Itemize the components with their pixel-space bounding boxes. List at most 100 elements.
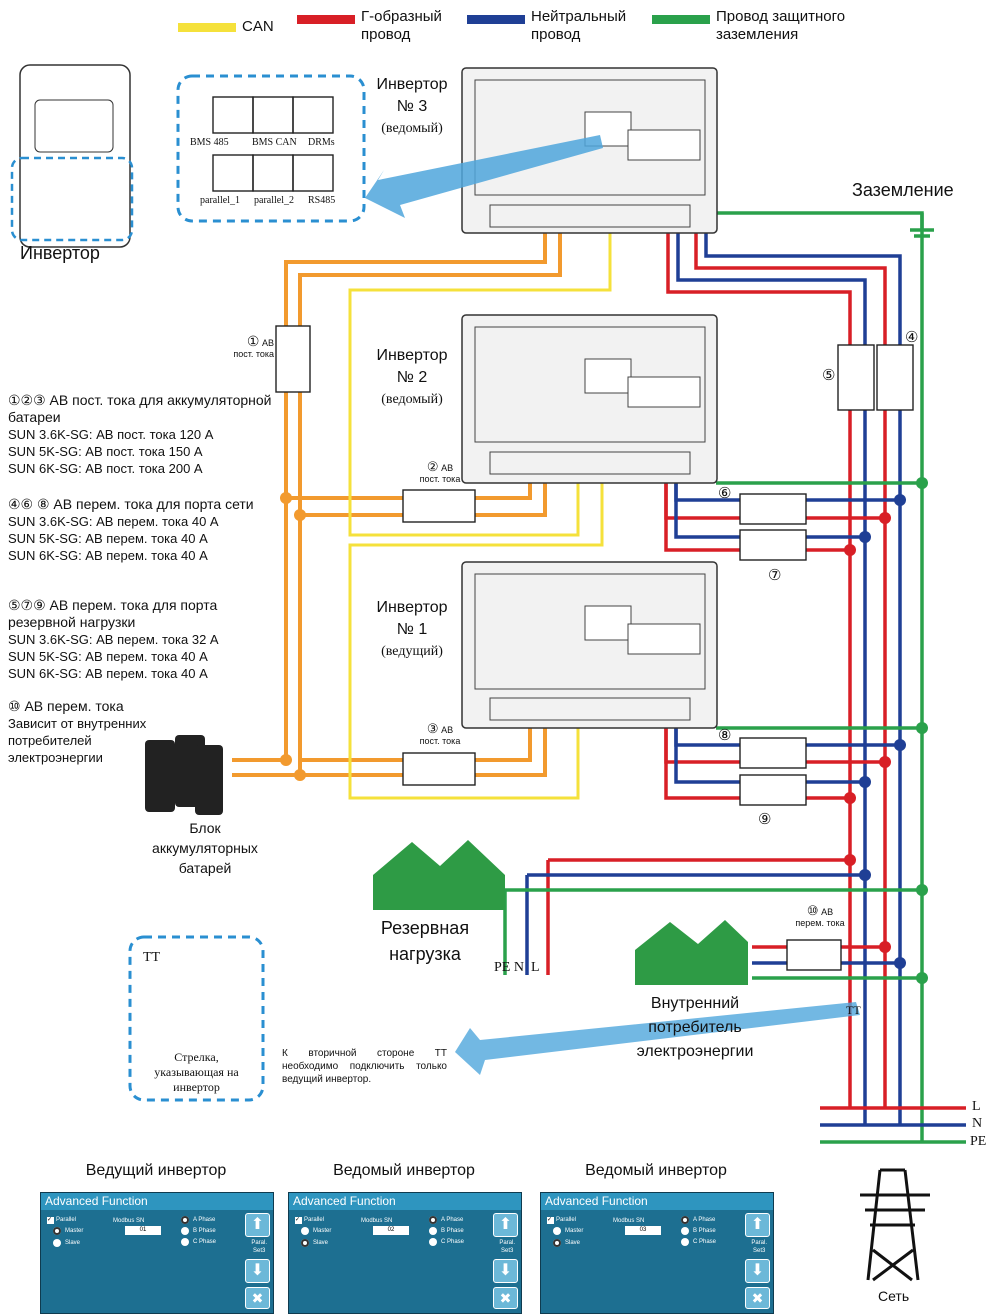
inverter-2-label: Инвертор № 2 (ведомый) [362, 345, 462, 411]
screen-3-phase-b: B Phase [693, 1228, 716, 1234]
screen-1-phase-c-radio[interactable] [181, 1238, 189, 1246]
screen-1-up-button[interactable]: ⬆ [245, 1213, 270, 1237]
screen-3-close-button[interactable]: ✖ [745, 1287, 770, 1309]
screen-1-title: Advanced Function [41, 1193, 273, 1210]
inverter-side-label: Инвертор [20, 243, 100, 263]
inverter-3-label: Инвертор № 3 (ведомый) [362, 74, 462, 140]
screen-1-down-button[interactable]: ⬇ [245, 1259, 270, 1283]
inverter-1-role: (ведущий) [381, 644, 443, 659]
screen-3-slave-radio[interactable] [553, 1239, 561, 1247]
inverter-3-role: (ведомый) [381, 121, 443, 136]
legend-l-swatch [297, 15, 355, 24]
can-wires [348, 233, 612, 800]
screen-1-slave-radio[interactable] [53, 1239, 61, 1247]
screen-2-close-button[interactable]: ✖ [493, 1287, 518, 1309]
screen-1-parallel[interactable]: ✓Parallel [47, 1217, 77, 1224]
battery-wires [232, 233, 562, 777]
ac-wires [503, 211, 966, 1144]
screen-2-side: Paral. Set3 [499, 1240, 515, 1254]
note-dc-line-1: SUN 3.6K-SG: АВ пост. тока 120 A [8, 427, 214, 442]
screen-3-slave: Slave [565, 1240, 581, 1246]
screen-3-master-radio[interactable] [553, 1227, 561, 1235]
breakers [275, 325, 914, 971]
screen-2-up-button[interactable]: ⬆ [493, 1213, 518, 1237]
screen-2-down-button[interactable]: ⬇ [493, 1259, 518, 1283]
screen-1-phase-b: B Phase [193, 1228, 216, 1234]
breaker-10-label: ⑩ АВ перем. тока [790, 904, 850, 929]
note-grid-line-1: SUN 3.6K-SG: АВ перем. тока 40 A [8, 514, 219, 529]
legend-pe-swatch [652, 15, 710, 24]
port-sockets [212, 96, 334, 192]
breaker-4-label: ④ [905, 329, 919, 346]
grounding-label: Заземление [852, 180, 954, 200]
screen-1-master-radio[interactable] [53, 1227, 61, 1235]
screen-3: Advanced Function ✓Parallel Modbus SN 03… [540, 1192, 774, 1314]
inverter-details [474, 79, 706, 721]
note-load-line-1: SUN 3.6K-SG: АВ перем. тока 32 A [8, 632, 219, 647]
battery-icon [145, 735, 223, 815]
breaker-2-text: АВ пост. тока [419, 463, 461, 484]
screen-2-master-radio[interactable] [301, 1227, 309, 1235]
inverter-1-label: Инвертор № 1 (ведущий) [362, 597, 462, 663]
breaker-5-label: ⑤ [822, 367, 836, 384]
port-label-5: RS485 [308, 195, 336, 206]
screen-3-sn[interactable]: 03 [625, 1226, 661, 1235]
note-home-head: ⑩ АВ перем. тока [8, 698, 124, 714]
port-label-4: parallel_2 [254, 195, 294, 206]
grid-line-pe: PE [970, 1134, 987, 1149]
inverter-icon [19, 64, 131, 248]
grid-label: Сеть [878, 1288, 910, 1304]
breaker-1-label: ① АВ пост. тока [226, 333, 274, 360]
screen-2-slave-radio[interactable] [301, 1239, 309, 1247]
note-dc-breakers: ①②③ АВ пост. тока для аккумуляторной бат… [8, 392, 278, 477]
ct-box-arrow-text: Стрелка, указывающая на инвертор [154, 1050, 239, 1094]
screen-2-modbus: Modbus SN [361, 1218, 393, 1224]
pe-n-l-label: PE N L [494, 960, 540, 975]
screen-2-phase-a-radio[interactable] [429, 1216, 437, 1224]
screen-3-modbus: Modbus SN [613, 1218, 645, 1224]
screen-3-phase-a: A Phase [693, 1217, 716, 1223]
screen-3-down-button[interactable]: ⬇ [745, 1259, 770, 1283]
screen-1-side: Paral. Set3 [251, 1240, 267, 1254]
ct-label: TT [846, 1003, 861, 1017]
note-dc-line-3: SUN 6K-SG: АВ пост. тока 200 A [8, 461, 203, 476]
screen-1-sn[interactable]: 01 [125, 1226, 161, 1235]
note-home-breaker: ⑩ АВ перем. тока Зависит от внутренних п… [8, 698, 168, 766]
screen-2-phase-c: C Phase [441, 1239, 465, 1245]
note-load-line-2: SUN 5K-SG: АВ перем. тока 40 A [8, 649, 208, 664]
breaker-3-num: ③ [426, 721, 439, 736]
port-label-1: BMS CAN [252, 137, 297, 148]
screen-3-parallel[interactable]: ✓Parallel [547, 1217, 577, 1224]
legend-l: Г-образный провод [361, 8, 442, 43]
screen-3-up-button[interactable]: ⬆ [745, 1213, 770, 1237]
note-load-head: ⑤⑦⑨ АВ перем. тока для порта резервной н… [8, 597, 218, 630]
legend-can: CAN [242, 18, 274, 35]
screen-1-phase-c: C Phase [193, 1239, 217, 1245]
screen-2-phase-b-radio[interactable] [429, 1227, 437, 1235]
port-label-3: parallel_1 [200, 195, 240, 206]
ports-pointer [365, 135, 603, 218]
screen-2-phase-c-radio[interactable] [429, 1238, 437, 1246]
breaker-10-text: АВ перем. тока [795, 907, 845, 928]
screen-2-parallel[interactable]: ✓Parallel [295, 1217, 325, 1224]
breaker-8-label: ⑧ [718, 727, 732, 744]
screen-2-sn[interactable]: 02 [373, 1226, 409, 1235]
legend-pe: Провод защитного заземления [716, 8, 846, 43]
screen-3-phase-c-radio[interactable] [681, 1238, 689, 1246]
grid-tower-icon [860, 1168, 930, 1282]
screen-1-close-button[interactable]: ✖ [245, 1287, 270, 1309]
screen-3-phase-b-radio[interactable] [681, 1227, 689, 1235]
ports-window [176, 74, 366, 223]
grid-line-n: N [972, 1116, 983, 1131]
breaker-9-label: ⑨ [758, 811, 772, 828]
screen-2-phase-a: A Phase [441, 1217, 464, 1223]
note-load-line-3: SUN 6K-SG: АВ перем. тока 40 A [8, 666, 208, 681]
screen-1-phase-a-radio[interactable] [181, 1216, 189, 1224]
legend-n-swatch [467, 15, 525, 24]
breaker-6-label: ⑥ [718, 485, 732, 502]
screen-2-caption: Ведомый инвертор [333, 1162, 475, 1179]
screen-3-phase-a-radio[interactable] [681, 1216, 689, 1224]
screen-1-phase-b-radio[interactable] [181, 1227, 189, 1235]
screen-2-phase-b: B Phase [441, 1228, 464, 1234]
breaker-1-num: ① [246, 333, 260, 349]
